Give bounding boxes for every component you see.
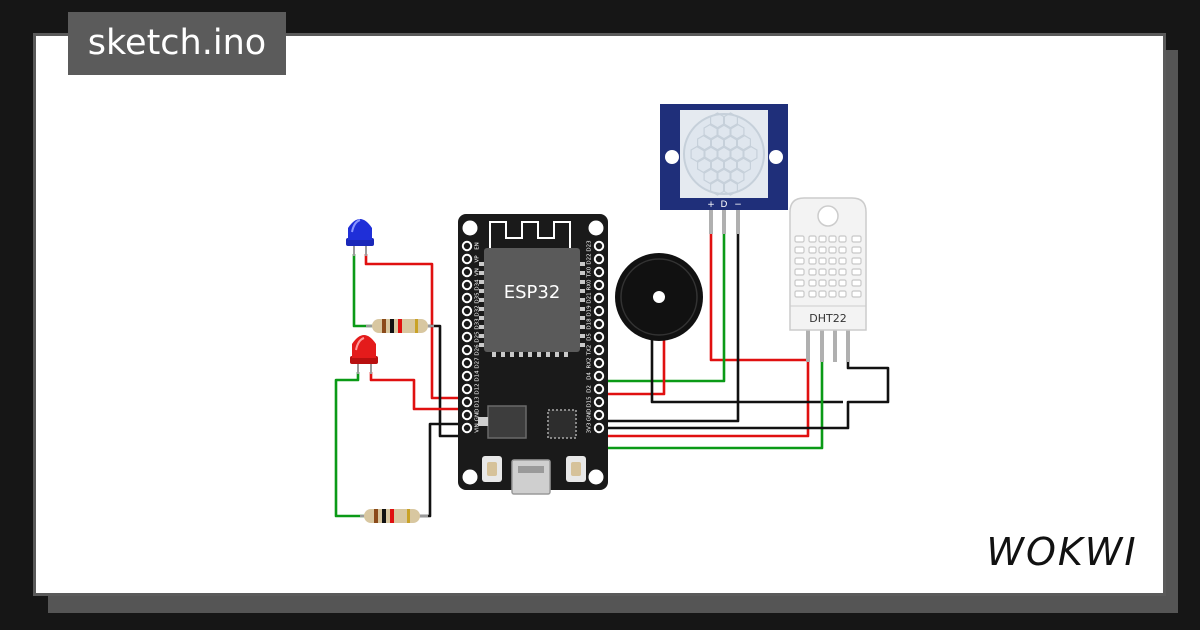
wire-buzzer-neg[interactable] xyxy=(650,335,843,404)
esp32-pin-label: D4 xyxy=(587,372,593,380)
pir-pin-label-out: D xyxy=(721,200,728,210)
esp32-pin-left-gnd[interactable] xyxy=(461,409,473,421)
esp32-pin-label: D26 xyxy=(475,344,481,356)
esp32-pin-label: D21 xyxy=(587,292,593,303)
esp32-module-pads xyxy=(479,262,585,357)
pir-pin-label-vcc: + xyxy=(707,200,715,210)
esp32-pin-label: D25 xyxy=(475,331,481,343)
esp32-pin-label: D18 xyxy=(587,318,593,330)
pir-fresnel-lens xyxy=(690,112,758,196)
esp32-label: ESP32 xyxy=(504,282,561,303)
esp32-antenna xyxy=(489,221,571,252)
esp32-pin-right-d15[interactable] xyxy=(593,396,605,408)
esp32-pin-right-tx0[interactable] xyxy=(593,266,605,278)
esp32-usb-chip xyxy=(547,409,577,439)
wire-pir-out[interactable] xyxy=(604,208,726,383)
pir-pin-label-gnd: − xyxy=(734,200,742,210)
esp32-module xyxy=(484,248,580,352)
esp32-pin-label: D23 xyxy=(587,240,593,252)
esp32-pin-right-tx2[interactable] xyxy=(593,344,605,356)
esp32-left-pin-header: EN VP VN D34D35D32D33D25D26D27D14D12D13GNDV… xyxy=(461,240,481,434)
dht22-vent-grill xyxy=(794,235,862,298)
esp32-pin-right-rx0[interactable] xyxy=(593,279,605,291)
esp32-pin-left-en[interactable] xyxy=(461,240,473,252)
esp32-pin-right-d5[interactable] xyxy=(593,331,605,343)
esp32-pin-label: VP xyxy=(475,255,481,263)
esp32-pin-left-d32[interactable] xyxy=(461,305,473,317)
esp32-pin-left-vin[interactable] xyxy=(461,422,473,434)
esp32-pin-label: D27 xyxy=(475,357,481,369)
buzzer[interactable] xyxy=(615,253,703,341)
esp32-pin-right-d18[interactable] xyxy=(593,318,605,330)
wires xyxy=(334,208,890,518)
esp32-pin-left-d27[interactable] xyxy=(461,357,473,369)
esp32-pin-left-vp[interactable] xyxy=(461,253,473,265)
esp32-pin-right-3v3[interactable] xyxy=(593,422,605,434)
esp32-pin-left-d12[interactable] xyxy=(461,383,473,395)
esp32-pin-label: D32 xyxy=(475,305,481,316)
esp32-pin-left-d34[interactable] xyxy=(461,279,473,291)
resistor-2[interactable] xyxy=(360,509,428,523)
wokwi-logo: WOKWI xyxy=(986,530,1137,574)
esp32-pin-label: VIN xyxy=(475,423,481,433)
wire-blue-led-anode[interactable] xyxy=(364,254,462,400)
wire-pir-gnd[interactable] xyxy=(604,208,740,423)
esp32-board[interactable]: ESP32 ENVPVND34D35D32D33D25D26D27D14D12D… xyxy=(458,214,608,495)
esp32-pin-label: D2 xyxy=(587,385,593,393)
esp32-pin-left-d14[interactable] xyxy=(461,370,473,382)
esp32-pin-label: D13 xyxy=(475,396,481,408)
esp32-pin-label: RX2 xyxy=(587,357,593,368)
esp32-pin-right-d2[interactable] xyxy=(593,383,605,395)
esp32-pin-right-d21[interactable] xyxy=(593,292,605,304)
wire-buzzer-pos[interactable] xyxy=(604,335,666,396)
esp32-pin-label: TX2 xyxy=(587,345,593,357)
wire-resistor2-gnd[interactable] xyxy=(416,422,462,518)
esp32-pin-label: EN xyxy=(475,242,481,250)
esp32-pin-label: TX0 xyxy=(587,266,593,278)
esp32-pin-left-d35[interactable] xyxy=(461,292,473,304)
esp32-pin-left-vn[interactable] xyxy=(461,266,473,278)
esp32-pin-label: D5 xyxy=(587,333,593,341)
esp32-pin-right-gnd[interactable] xyxy=(593,409,605,421)
esp32-right-pin-header: D23D22TX0RX0D21D19D18D5TX2RX2D4D2D15GND3… xyxy=(587,240,605,434)
esp32-pin-left-d26[interactable] xyxy=(461,344,473,356)
esp32-pin-label: D19 xyxy=(587,305,593,317)
esp32-pin-label: D15 xyxy=(587,396,593,408)
esp32-pin-label: GND xyxy=(587,409,593,422)
wire-red-led-cathode[interactable] xyxy=(334,372,366,518)
esp32-pin-right-d4[interactable] xyxy=(593,370,605,382)
esp32-pin-label: D35 xyxy=(475,292,481,304)
dht22-sensor[interactable]: DHT22 xyxy=(789,197,867,362)
file-name-tab[interactable]: sketch.ino xyxy=(68,12,286,75)
esp32-voltage-regulator xyxy=(487,405,527,439)
wire-red-led-anode[interactable] xyxy=(369,372,462,411)
esp32-pin-right-rx2[interactable] xyxy=(593,357,605,369)
dht22-label: DHT22 xyxy=(809,312,846,325)
esp32-pin-label: D22 xyxy=(587,253,593,264)
esp32-pin-label: D14 xyxy=(475,370,481,382)
esp32-pin-right-d19[interactable] xyxy=(593,305,605,317)
wire-dht-gnd[interactable] xyxy=(604,360,890,430)
esp32-pin-right-d23[interactable] xyxy=(593,240,605,252)
esp32-pin-label: GND xyxy=(475,409,481,422)
esp32-pin-left-d13[interactable] xyxy=(461,396,473,408)
wire-dht-data[interactable] xyxy=(604,360,824,450)
pir-sensor[interactable]: + D − xyxy=(660,104,788,234)
esp32-pin-label: D12 xyxy=(475,383,481,394)
esp32-pin-left-d25[interactable] xyxy=(461,331,473,343)
esp32-pin-right-d22[interactable] xyxy=(593,253,605,265)
esp32-pin-label: VN xyxy=(475,268,481,276)
resistor-1[interactable] xyxy=(366,319,434,333)
esp32-pin-label: RX0 xyxy=(587,279,593,291)
esp32-usb-port xyxy=(511,459,551,495)
esp32-pin-left-d33[interactable] xyxy=(461,318,473,330)
esp32-pin-label: 3V3 xyxy=(587,422,593,433)
esp32-pin-label: D33 xyxy=(475,318,481,330)
led-blue[interactable] xyxy=(346,219,374,256)
led-red[interactable] xyxy=(350,335,378,374)
esp32-pin-label: D34 xyxy=(475,279,481,291)
